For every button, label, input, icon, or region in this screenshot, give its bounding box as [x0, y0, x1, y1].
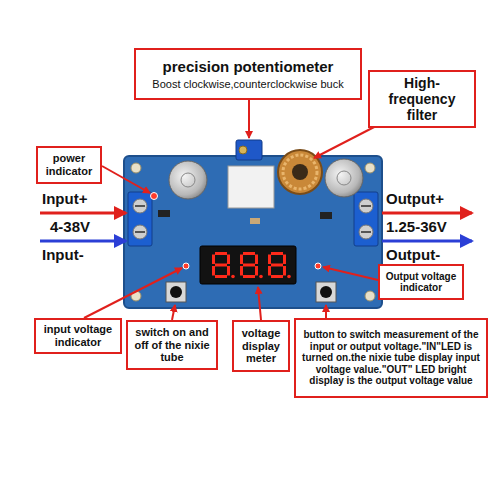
terminal-label: 4-38V	[50, 218, 90, 235]
terminal-label: Output-	[386, 246, 440, 263]
terminal-label: 1.25-36V	[386, 218, 447, 235]
callout-text: Output voltage indicator	[384, 271, 458, 294]
terminal-label: Input-	[42, 246, 84, 263]
callout-box: precision potentiometerBoost clockwise,c…	[134, 48, 362, 100]
callout-text: input voltage indicator	[40, 323, 116, 348]
callout-text: power indicator	[42, 152, 96, 177]
terminal-label: Input+	[42, 190, 87, 207]
callout-text: button to switch measurement of the inpu…	[300, 329, 482, 387]
callout-box: Output voltage indicator	[378, 264, 464, 300]
callout-box: High-frequency filter	[368, 70, 476, 128]
callout-box: button to switch measurement of the inpu…	[294, 318, 488, 398]
callout-box: power indicator	[36, 146, 102, 184]
terminal-label: Output+	[386, 190, 444, 207]
callout-note: Boost clockwise,counterclockwise buck	[140, 78, 356, 91]
callout-text: switch on and off of the nixie tube	[132, 326, 212, 364]
callout-text: precision potentiometer	[140, 58, 356, 75]
callout-text: voltage display meter	[238, 327, 284, 365]
callout-box: input voltage indicator	[34, 318, 122, 354]
callout-box: voltage display meter	[232, 320, 290, 372]
callout-box: switch on and off of the nixie tube	[126, 320, 218, 370]
callout-text: High-frequency filter	[374, 75, 470, 123]
